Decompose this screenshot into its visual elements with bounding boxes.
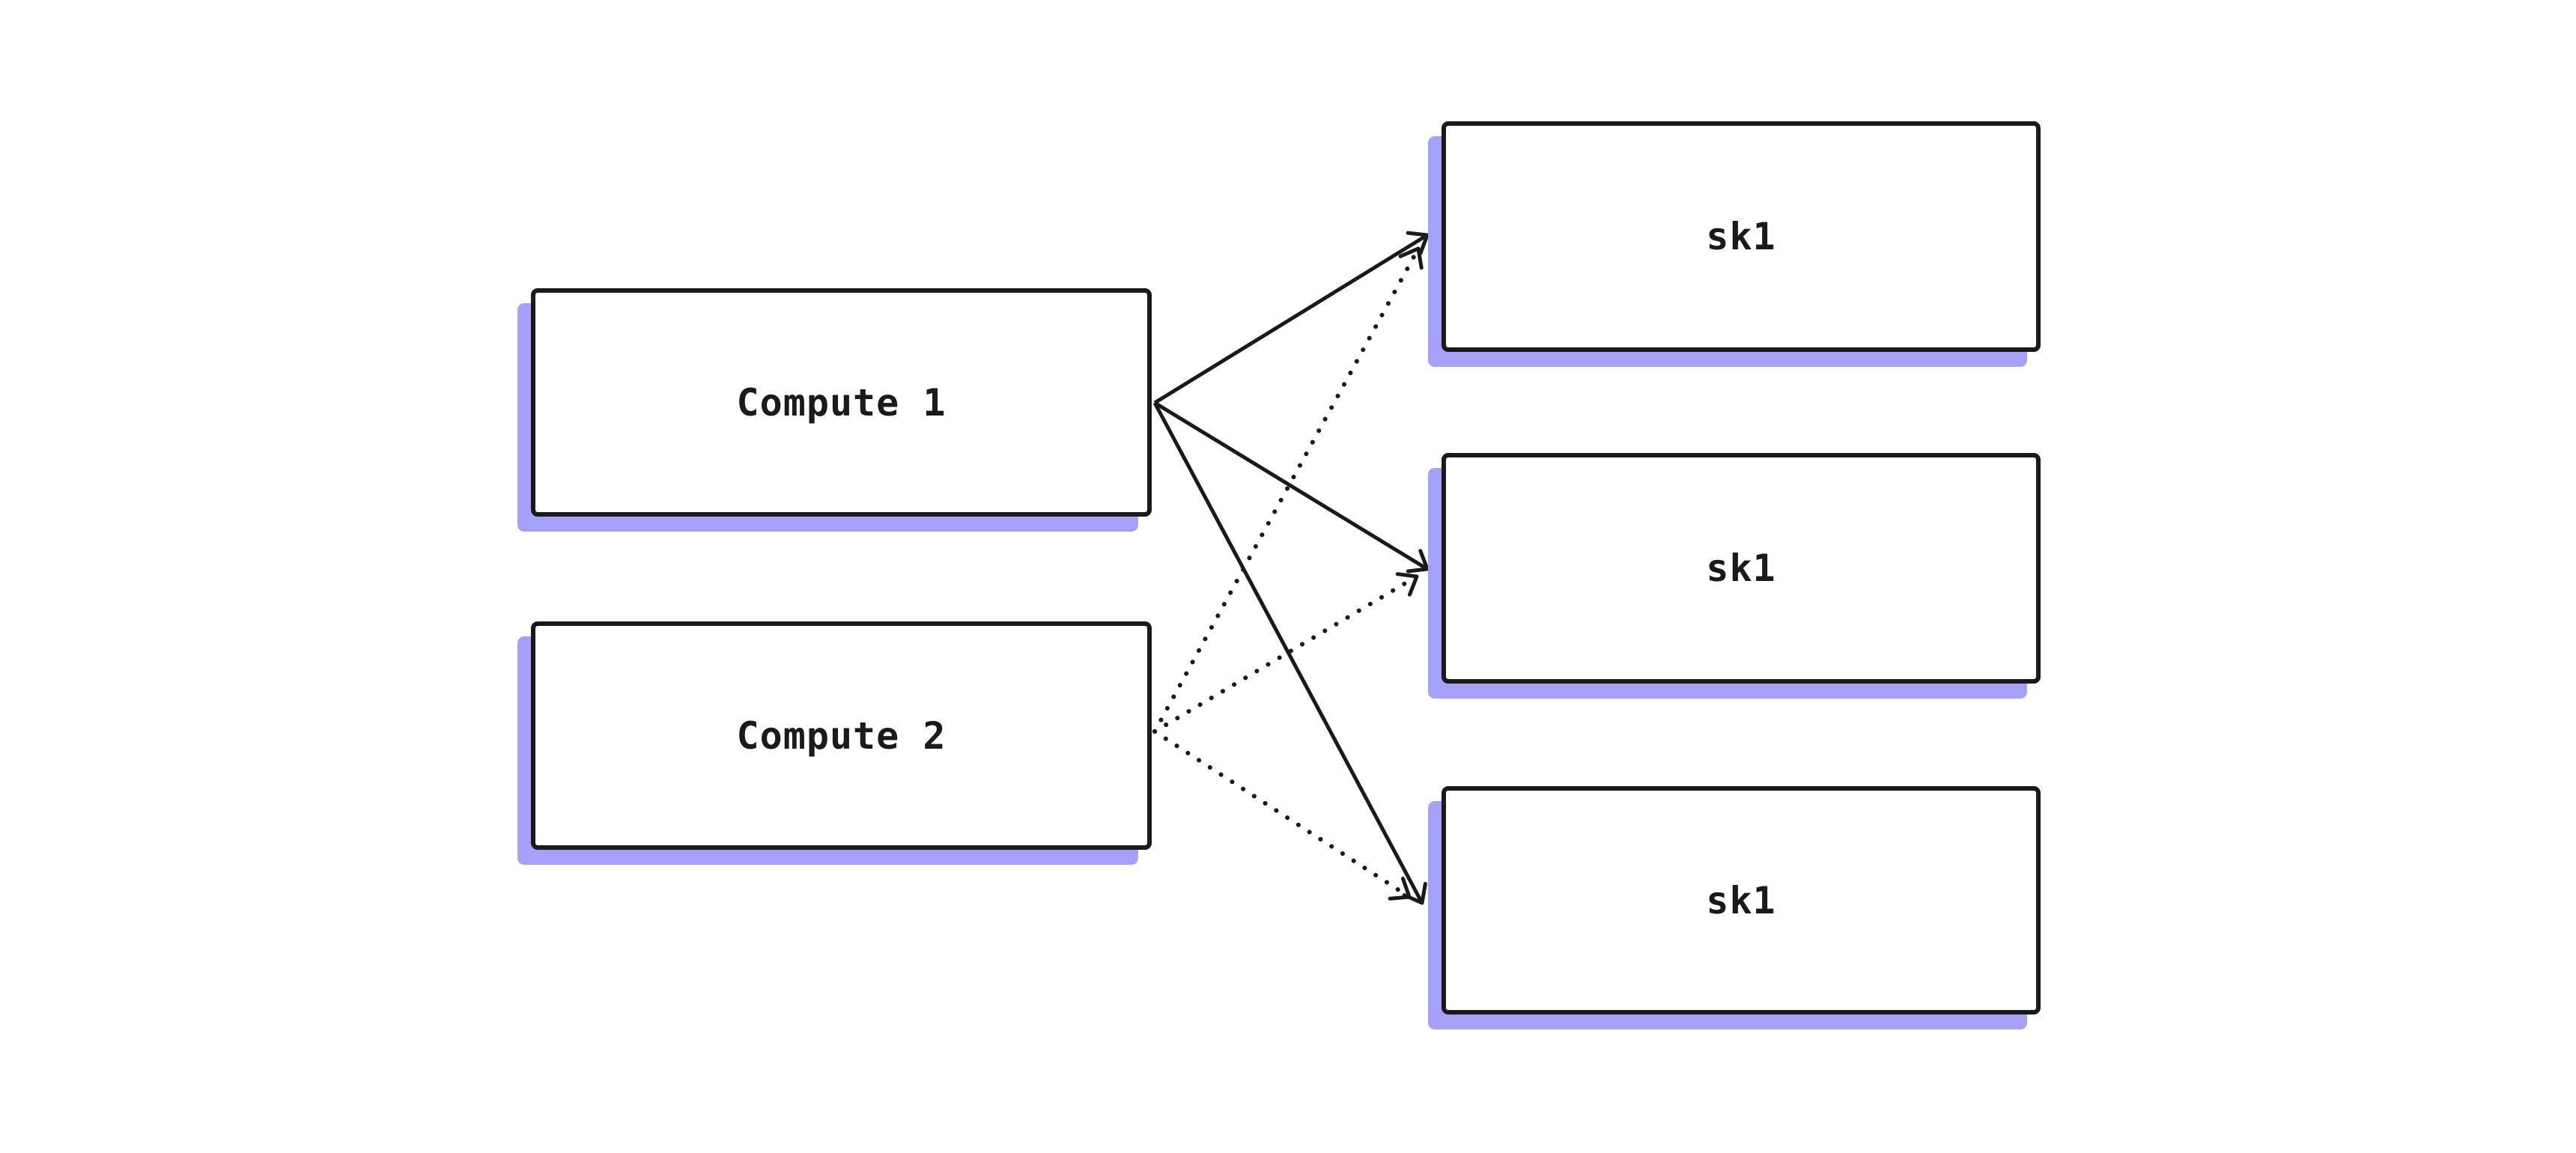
node-sk1-top-label: sk1 xyxy=(1706,215,1776,258)
edge-compute1-to-sk1-middle[interactable] xyxy=(1153,401,1430,574)
edge-line[interactable] xyxy=(1153,401,1429,571)
node-compute-2-label: Compute 2 xyxy=(736,714,947,758)
edge-line[interactable] xyxy=(1152,729,1412,899)
arrowhead-icon xyxy=(1388,876,1412,901)
arrowhead-icon xyxy=(1398,246,1424,270)
node-compute-1-label: Compute 1 xyxy=(736,380,947,425)
edge-line[interactable] xyxy=(1152,574,1419,734)
node-sk1-bottom-label: sk1 xyxy=(1706,878,1776,922)
node-compute-2[interactable]: Compute 2 xyxy=(531,621,1152,850)
arrowhead-icon xyxy=(1406,231,1430,255)
edge-compute1-to-sk1-top[interactable] xyxy=(1153,231,1430,405)
edge-line[interactable] xyxy=(1153,233,1429,405)
edge-line[interactable] xyxy=(1152,246,1421,734)
edge-compute2-to-sk1-middle[interactable] xyxy=(1152,572,1419,734)
arrowhead-icon xyxy=(1395,572,1419,597)
edge-compute2-to-sk1-top[interactable] xyxy=(1152,246,1424,734)
arrowhead-icon xyxy=(1406,549,1430,574)
node-sk1-middle-label: sk1 xyxy=(1706,547,1776,590)
edge-compute2-to-sk1-bottom[interactable] xyxy=(1152,729,1412,901)
edge-line[interactable] xyxy=(1152,401,1424,904)
node-compute-1[interactable]: Compute 1 xyxy=(531,288,1152,517)
node-sk1-bottom[interactable]: sk1 xyxy=(1442,786,2041,1014)
node-sk1-top[interactable]: sk1 xyxy=(1442,121,2041,352)
node-sk1-middle[interactable]: sk1 xyxy=(1442,453,2041,684)
